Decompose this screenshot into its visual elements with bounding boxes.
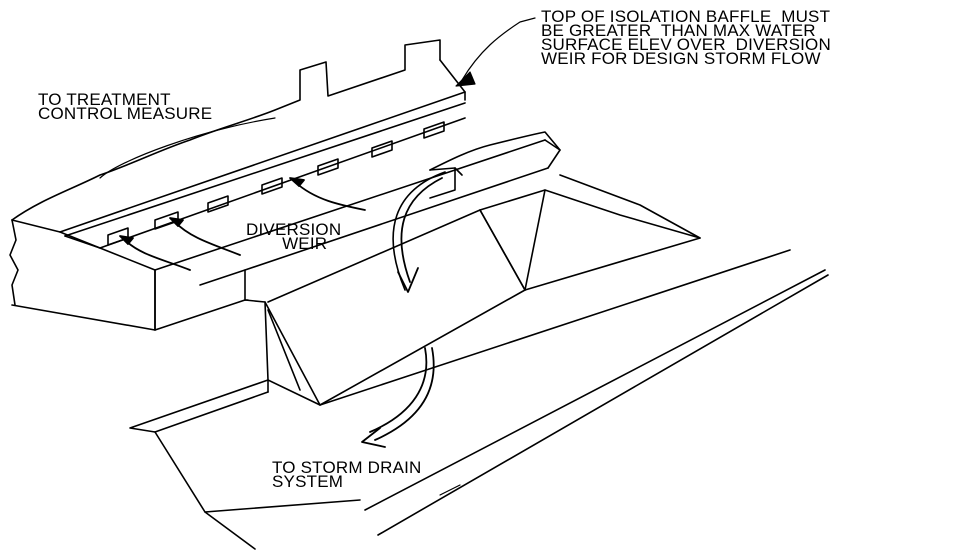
baffle-note-line: WEIR FOR DESIGN STORM FLOW (541, 49, 821, 68)
baffle-note-line: SURFACE ELEV OVER DIVERSION (541, 35, 831, 54)
baffle-note-line: TOP OF ISOLATION BAFFLE MUST (541, 7, 831, 26)
treatment-line: TO TREATMENT (38, 90, 171, 109)
diversion-weir-wall (200, 132, 560, 300)
baffle-note-line: BE GREATER THAN MAX WATER (541, 21, 816, 40)
weir-line: DIVERSION (246, 220, 342, 239)
storm-line: SYSTEM (272, 472, 344, 491)
treatment-channel (10, 40, 545, 330)
treatment-line: CONTROL MEASURE (38, 104, 213, 123)
storm-drain-channel (130, 175, 828, 549)
weir-line: WEIR (282, 234, 328, 253)
storm-drain-arrow (375, 348, 434, 440)
overflow-arrow (393, 172, 445, 290)
leader-lines (100, 18, 535, 495)
storm-line: TO STORM DRAIN (272, 458, 422, 477)
flow-arrows (120, 172, 445, 447)
